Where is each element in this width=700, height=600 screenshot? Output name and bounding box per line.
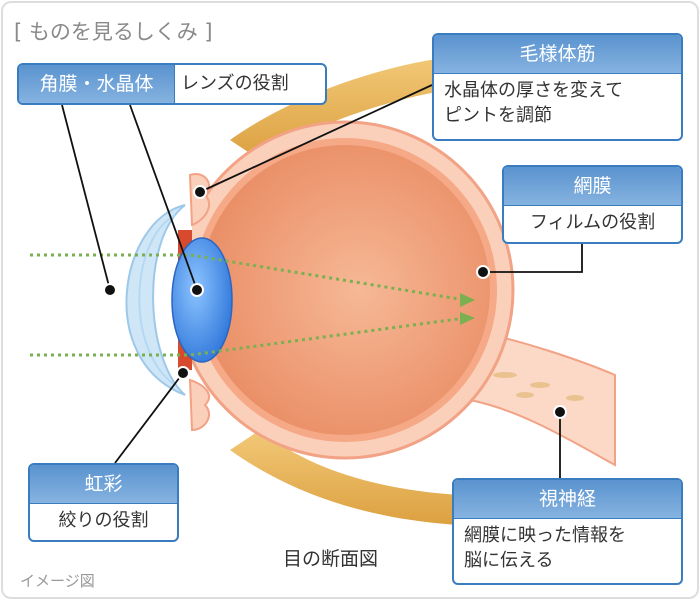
nerve-fibers [493, 372, 584, 401]
label-iris-desc: 絞りの役割 [58, 510, 149, 531]
label-optic-nerve: 視神経 網膜に映った情報を脳に伝える [452, 478, 683, 585]
label-retina-name: 網膜 [504, 167, 681, 206]
label-retina-desc: フィルムの役割 [529, 212, 656, 233]
vitreous [200, 145, 490, 435]
label-ciliary-name: 毛様体筋 [434, 35, 681, 74]
optic-nerve [469, 328, 616, 467]
label-cornea-lens-name: 角膜・水晶体 [19, 65, 175, 103]
leader-lines [61, 84, 583, 478]
diagram-caption: 目の断面図 [283, 548, 379, 570]
muscle-bottom [230, 430, 460, 525]
label-cornea-lens-desc: レンズの役割 [181, 73, 289, 94]
label-optic-desc1: 網膜に映った情報を [464, 525, 626, 546]
diagram-title: [ ものを見るしくみ ] [14, 20, 213, 44]
marker-dots [103, 185, 567, 419]
label-ciliary: 毛様体筋 水晶体の厚さを変えてピントを調節 [432, 33, 683, 141]
label-ciliary-desc2: ピントを調節 [444, 105, 552, 126]
label-optic-desc2: 脳に伝える [464, 550, 554, 571]
ciliary-body-bottom [188, 378, 211, 432]
label-cornea-lens: 角膜・水晶体 レンズの役割 [17, 63, 327, 105]
label-optic-name: 視神経 [454, 480, 681, 519]
light-path [30, 253, 466, 357]
image-note: イメージ図 [20, 572, 95, 590]
label-retina: 網膜 フィルムの役割 [502, 165, 683, 244]
cornea [125, 204, 186, 396]
label-iris: 虹彩 絞りの役割 [28, 463, 179, 542]
label-ciliary-desc1: 水晶体の厚さを変えて [444, 80, 624, 101]
lens [171, 237, 233, 363]
label-iris-name: 虹彩 [30, 465, 177, 504]
